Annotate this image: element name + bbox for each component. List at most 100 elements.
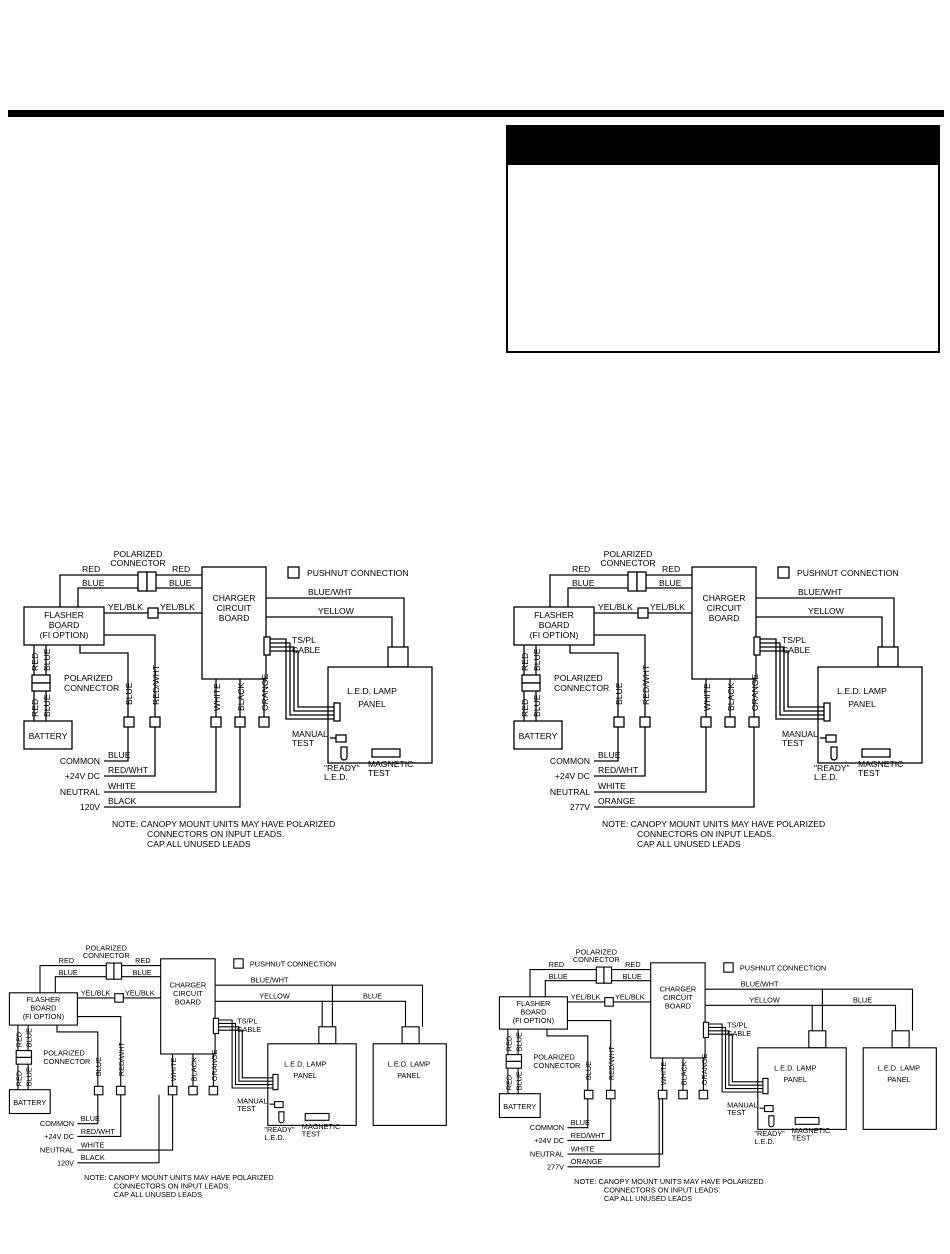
wire-red-top-left xyxy=(39,965,108,993)
wire-label-yel-blk: YEL/BLK xyxy=(615,992,645,1001)
ready-led-label: "READY" xyxy=(754,1129,785,1138)
note-text: CAP ALL UNUSED LEADS xyxy=(637,839,741,849)
pushnut-connection xyxy=(318,1026,337,1045)
wire-label-red: RED xyxy=(520,699,530,717)
wire-common xyxy=(77,1094,99,1125)
wire-label-red-wht: RED/WHT xyxy=(108,765,149,775)
pushnut-connection xyxy=(123,716,135,728)
wire-neutral xyxy=(77,1094,174,1151)
wire-line xyxy=(77,1094,160,1164)
polarized-connector-top-label: CONNECTOR xyxy=(600,558,655,568)
wire-label-blue: BLUE xyxy=(532,694,542,717)
pushnut-connection xyxy=(678,1089,688,1100)
battery xyxy=(498,1093,541,1119)
charger-board-label: CHARGER xyxy=(703,593,746,603)
ts-pl-cable-wire xyxy=(708,1030,763,1086)
wire-label-red: RED xyxy=(662,564,680,574)
note-text: CONNECTORS ON INPUT LEADS. xyxy=(604,1185,721,1194)
wire-label-blue: BLUE xyxy=(571,1118,590,1127)
wire-plus24 xyxy=(104,727,156,777)
wire-label-blue: BLUE xyxy=(659,578,682,588)
input-label-common: COMMON xyxy=(40,1119,74,1128)
led-lamp-panel-2-label: PANEL xyxy=(397,1071,420,1080)
ts-pl-cable-wire xyxy=(270,646,334,712)
note-text: CAP ALL UNUSED LEADS xyxy=(114,1190,202,1199)
wire-label-red: RED xyxy=(549,960,564,969)
input-label-neutral: NEUTRAL xyxy=(550,787,590,797)
wire-label-blue-wht: BLUE/WHT xyxy=(308,587,353,597)
ts-pl-connector xyxy=(753,636,761,656)
manual-test-label: MANUAL xyxy=(782,729,818,739)
polarized-connector-mid-label: CONNECTOR xyxy=(533,1061,580,1070)
input-label-neutral: NEUTRAL xyxy=(40,1146,74,1155)
input-label-voltage: 277V xyxy=(570,802,590,812)
wire-label-red: RED xyxy=(504,1075,513,1090)
flasher-board-label: (FI OPTION) xyxy=(530,630,579,640)
wire-label-red: RED xyxy=(172,564,190,574)
wire-blue-input xyxy=(546,1029,589,1091)
led-lamp-panel-2-label: L.E.D. LAMP xyxy=(388,1060,430,1069)
pushnut-connection xyxy=(637,607,649,619)
wire-label-black: BLACK xyxy=(679,1061,688,1085)
charger-circuit-board xyxy=(691,566,757,680)
wire-label-yel-blk: YEL/BLK xyxy=(160,602,195,612)
magnetic-test-label: MAGNETIC xyxy=(792,1126,831,1135)
wire-label-red: RED xyxy=(14,1032,23,1047)
input-label-common: COMMON xyxy=(550,756,590,766)
wire-label-blue: BLUE xyxy=(81,1114,100,1123)
wire-label-red: RED xyxy=(14,1071,23,1086)
wire-label-red-wht: RED/WHT xyxy=(151,664,161,705)
led-lamp-panel-2-label: PANEL xyxy=(887,1075,910,1084)
polarized-connector-top-label: CONNECTOR xyxy=(573,955,620,964)
wire-blue-wht-2 xyxy=(822,988,914,1031)
manual-test-label: MANUAL xyxy=(237,1096,267,1105)
magnetic-test-label: MAGNETIC xyxy=(858,759,903,769)
wire-label-yel-blk: YEL/BLK xyxy=(108,602,143,612)
input-label-common: COMMON xyxy=(530,1123,564,1132)
note-text: CONNECTORS ON INPUT LEADS. xyxy=(114,1181,231,1190)
wire-label-white: WHITE xyxy=(169,1058,178,1082)
ts-pl-cable-wire xyxy=(270,642,334,716)
wire-label-red-wht: RED/WHT xyxy=(571,1131,606,1140)
note-text: NOTE: CANOPY MOUNT UNITS MAY HAVE POLARI… xyxy=(574,1177,763,1186)
wire-label-line: BLACK xyxy=(108,796,136,806)
wire-label-white: WHITE xyxy=(598,781,626,791)
ts-pl-cable-wire xyxy=(270,650,334,708)
led-lamp-panel-label: L.E.D. LAMP xyxy=(774,1064,816,1073)
manual-test-button xyxy=(764,1105,774,1113)
wire-label-blue: BLUE xyxy=(24,1067,33,1086)
ready-led-icon xyxy=(278,1111,285,1124)
magnetic-test-label: TEST xyxy=(302,1129,321,1138)
flasher-board xyxy=(513,606,595,646)
input-label-voltage: 120V xyxy=(57,1158,74,1167)
polarized-connector-mid-label: POLARIZED xyxy=(554,673,603,683)
charger-board-label: CIRCUIT xyxy=(173,989,203,998)
pushnut-connection xyxy=(583,1089,594,1100)
wire-label-blue-wht: BLUE/WHT xyxy=(741,980,779,989)
header-rule xyxy=(8,110,944,117)
led-lamp-panel-label: PANEL xyxy=(358,699,386,709)
wire-label-blue: BLUE xyxy=(82,578,105,588)
battery xyxy=(513,720,563,750)
polarized-connector-top xyxy=(636,571,647,592)
input-label-common: COMMON xyxy=(60,756,100,766)
polarized-connector-mid-label: CONNECTOR xyxy=(43,1057,90,1066)
charger-board-label: CIRCUIT xyxy=(663,993,693,1002)
ts-pl-cable-wire xyxy=(760,650,824,708)
wire-label-orange: ORANGE xyxy=(210,1049,219,1081)
input-label-voltage: 277V xyxy=(547,1162,564,1171)
ts-pl-connector-panel xyxy=(333,702,341,722)
pushnut-connection xyxy=(167,1085,178,1096)
magnetic-test-label: TEST xyxy=(792,1133,811,1142)
led-lamp-panel-2 xyxy=(372,1043,447,1126)
polarized-connector-mid-label: POLARIZED xyxy=(533,1053,574,1062)
ts-pl-cable-wire xyxy=(708,1026,763,1090)
charger-board-label: CHARGER xyxy=(660,985,697,994)
ready-led-icon xyxy=(830,746,838,761)
flasher-board-label: (FI OPTION) xyxy=(513,1016,554,1025)
ready-led-label: "READY" xyxy=(324,763,360,773)
pushnut-connection xyxy=(700,716,712,728)
wire-label-yel-blk: YEL/BLK xyxy=(598,602,633,612)
wire-label-blue: BLUE xyxy=(515,1071,524,1090)
